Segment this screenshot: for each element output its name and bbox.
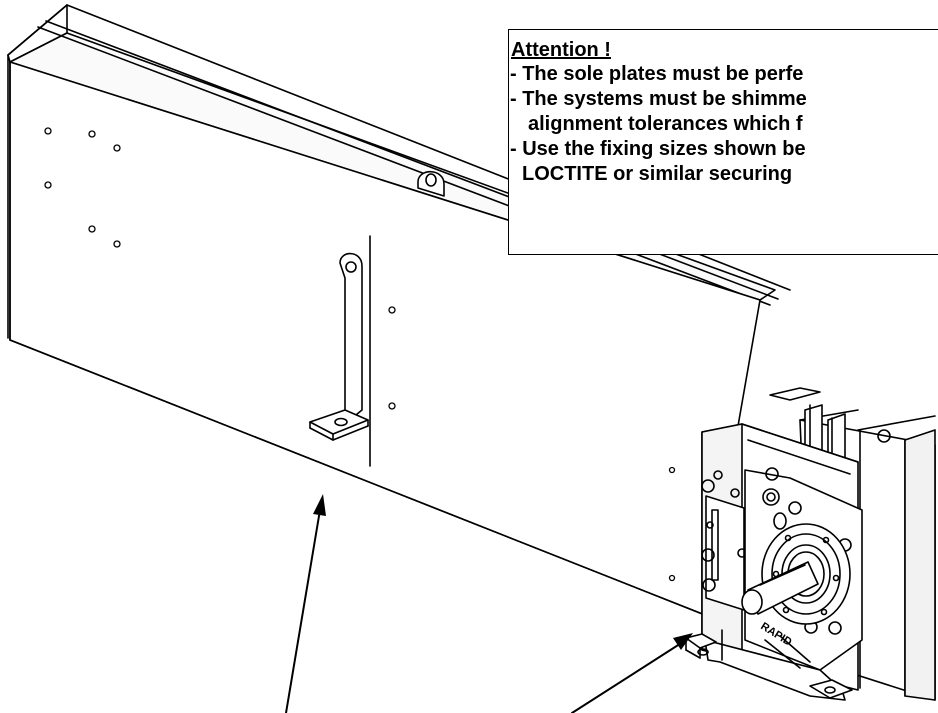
- arrowhead-beam: [313, 494, 326, 516]
- rear-lifting-eye: [417, 170, 445, 197]
- leader-arrows: [285, 509, 687, 713]
- attention-line-4: - Use the fixing sizes shown be: [510, 138, 806, 160]
- attention-line-2: - The systems must be shimme: [510, 88, 807, 110]
- beam-fixing-holes: [44, 127, 676, 582]
- support-bracket: [309, 252, 369, 441]
- attention-title: Attention !: [511, 39, 611, 61]
- attention-line-1: - The sole plates must be perfe: [510, 63, 804, 85]
- attention-note: Attention ! - The sole plates must be pe…: [508, 29, 938, 255]
- arrowhead-gearbox: [673, 633, 693, 650]
- gearbox-assembly: [685, 387, 936, 701]
- attention-line-3: alignment tolerances which f: [528, 113, 803, 135]
- attention-line-5: LOCTITE or similar securing: [522, 163, 793, 185]
